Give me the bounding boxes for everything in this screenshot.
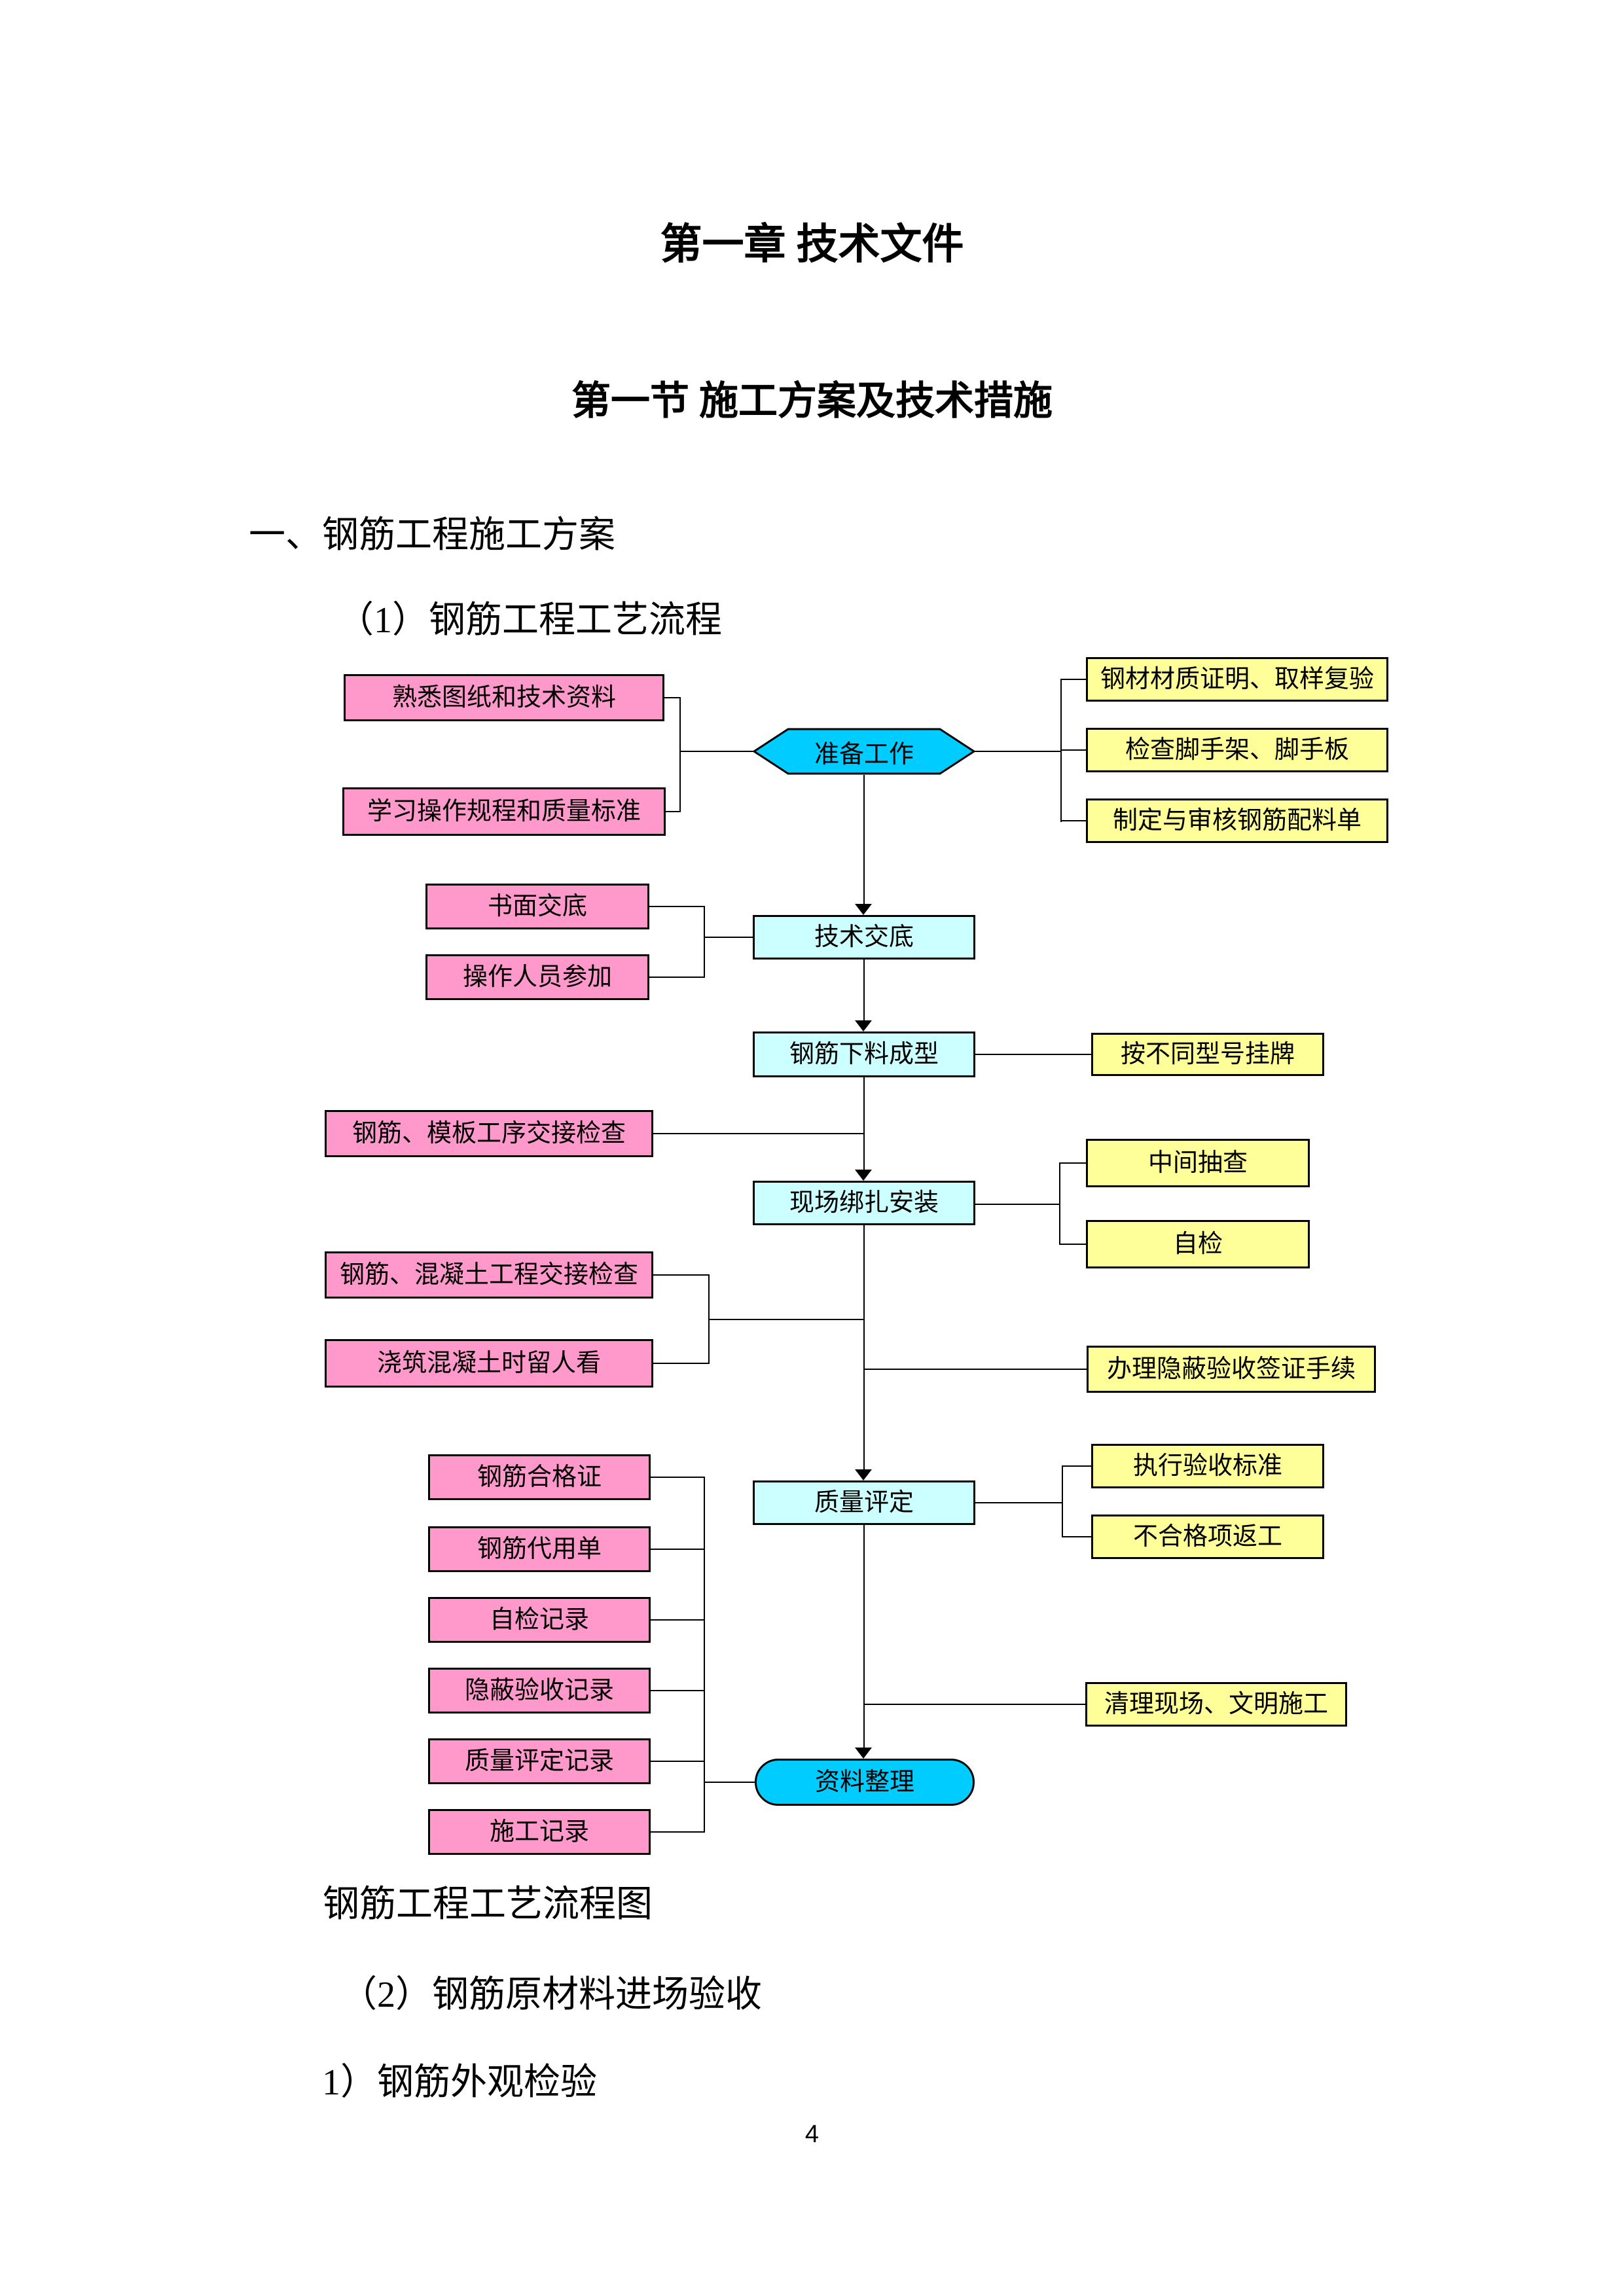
- box-rework: 不合格项返工: [1091, 1515, 1324, 1559]
- connector: [651, 1549, 704, 1550]
- connector: [1060, 679, 1086, 680]
- box-rebar-cert: 钢筋合格证: [428, 1454, 651, 1500]
- box-type-tag: 按不同型号挂牌: [1091, 1033, 1324, 1076]
- connector: [704, 1477, 705, 1833]
- connector: [1060, 749, 1086, 751]
- connector: [679, 697, 681, 812]
- section-title: 第一节 施工方案及技术措施: [571, 380, 1053, 423]
- connector: [704, 906, 705, 978]
- box-learn-rules: 学习操作规程和质量标准: [342, 787, 666, 836]
- node-prepare-work-label: 准备工作: [814, 740, 914, 768]
- box-pour-watch: 浇筑混凝土时留人看: [325, 1339, 653, 1388]
- box-site-cleanup: 清理现场、文明施工: [1085, 1682, 1347, 1727]
- box-familiar-drawings: 熟悉图纸和技术资料: [344, 674, 664, 721]
- node-tech-handover: 技术交底: [753, 915, 975, 960]
- arrow-down-icon: [855, 1020, 872, 1031]
- box-hidden-sign-procedure: 办理隐蔽验收签证手续: [1087, 1346, 1376, 1393]
- box-rebar-concrete-check: 钢筋、混凝土工程交接检查: [325, 1251, 653, 1299]
- connector: [653, 1133, 864, 1134]
- connector: [1059, 1162, 1060, 1245]
- connector: [649, 906, 704, 907]
- box-quality-eval-record: 质量评定记录: [428, 1738, 651, 1784]
- connector: [651, 1831, 704, 1833]
- box-self-check: 自检: [1086, 1220, 1310, 1268]
- connector: [974, 1204, 1059, 1205]
- connector: [974, 1502, 1062, 1503]
- connector: [863, 775, 865, 904]
- connector: [1060, 820, 1086, 821]
- box-operators-join: 操作人员参加: [425, 954, 649, 1000]
- connector: [704, 1782, 755, 1783]
- connector: [974, 1054, 1091, 1055]
- box-hidden-accept-record: 隐蔽验收记录: [428, 1668, 651, 1713]
- arrow-down-icon: [855, 904, 872, 915]
- connector: [653, 1274, 708, 1276]
- box-self-check-record: 自检记录: [428, 1597, 651, 1643]
- connector: [664, 697, 679, 698]
- arrow-down-icon: [855, 1748, 872, 1759]
- connector: [1059, 1162, 1086, 1164]
- box-mid-spot-check: 中间抽查: [1086, 1139, 1310, 1187]
- connector: [863, 1525, 865, 1748]
- connector: [1062, 1465, 1063, 1537]
- connector: [679, 751, 754, 752]
- item-appearance-check: 1）钢筋外观检验: [322, 2062, 597, 2103]
- connector: [1062, 1536, 1091, 1537]
- connector: [974, 751, 1060, 752]
- connector: [651, 1477, 704, 1478]
- connector: [704, 937, 753, 938]
- arrow-down-icon: [855, 1469, 872, 1480]
- box-material-list: 制定与审核钢筋配料单: [1086, 798, 1388, 843]
- connector: [1062, 1465, 1091, 1467]
- page-number: 4: [804, 2121, 820, 2148]
- box-scaffold-check: 检查脚手架、脚手板: [1086, 728, 1388, 772]
- chapter-title: 第一章 技术文件: [660, 221, 964, 268]
- box-steel-cert: 钢材材质证明、取样复验: [1086, 657, 1388, 702]
- connector: [651, 1761, 704, 1762]
- heading-rebar-plan: 一、钢筋工程施工方案: [249, 515, 615, 556]
- arrow-down-icon: [855, 1170, 872, 1181]
- box-construction-record: 施工记录: [428, 1809, 651, 1855]
- item-material-acceptance: （2）钢筋原材料进场验收: [340, 1975, 762, 2015]
- item-process-flow: （1）钢筋工程工艺流程: [337, 600, 722, 641]
- figure-caption: 钢筋工程工艺流程图: [323, 1884, 653, 1925]
- node-prepare-work: 准备工作: [753, 728, 975, 775]
- connector: [649, 977, 704, 978]
- connector: [863, 1225, 865, 1469]
- connector: [863, 1077, 865, 1170]
- box-written-handover: 书面交底: [425, 884, 649, 929]
- connector: [651, 1619, 704, 1621]
- node-site-binding: 现场绑扎安装: [753, 1181, 975, 1225]
- connector: [664, 811, 679, 812]
- connector: [651, 1690, 704, 1691]
- connector: [653, 1363, 708, 1364]
- node-data-sorting: 资料整理: [755, 1759, 975, 1806]
- node-rebar-cutting: 钢筋下料成型: [753, 1031, 975, 1077]
- connector: [708, 1319, 864, 1320]
- connector: [864, 1369, 1087, 1370]
- box-rebar-substitute: 钢筋代用单: [428, 1526, 651, 1572]
- box-accept-standard: 执行验收标准: [1091, 1444, 1324, 1488]
- box-rebar-formwork-check: 钢筋、模板工序交接检查: [325, 1110, 653, 1157]
- connector: [1059, 1244, 1086, 1245]
- connector: [863, 960, 865, 1020]
- node-quality-evaluation: 质量评定: [753, 1480, 975, 1525]
- connector: [864, 1704, 1085, 1705]
